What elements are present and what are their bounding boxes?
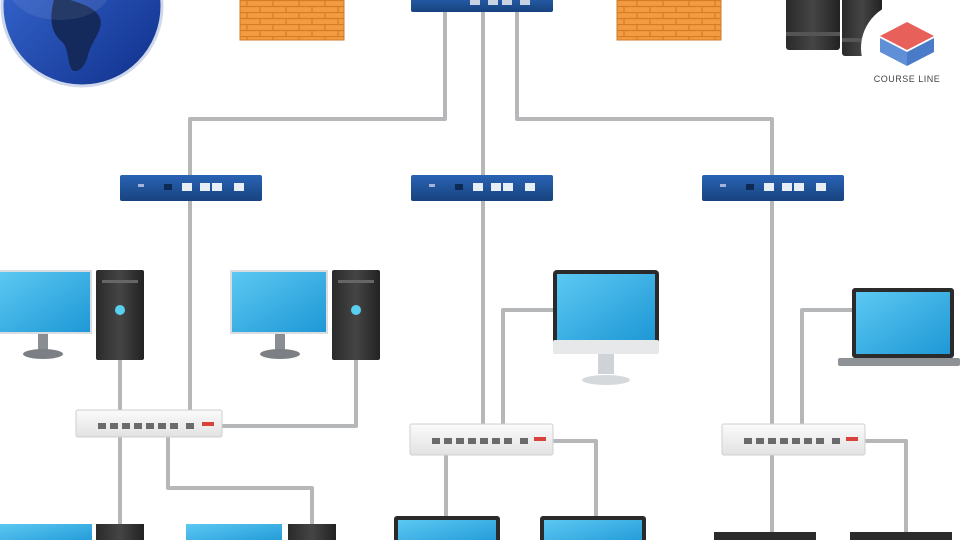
monitor-icon xyxy=(394,516,500,540)
monitor-icon xyxy=(553,270,659,385)
cable-monitor-switch-center xyxy=(501,308,553,424)
router-icon xyxy=(120,175,262,201)
cable-desktop2-switch xyxy=(222,360,358,428)
laptop-icon xyxy=(838,288,960,366)
cable-switch-left-down2 xyxy=(166,437,314,540)
desktop-icon xyxy=(230,270,380,360)
cables xyxy=(118,10,908,540)
cable-laptop-switch-right xyxy=(800,308,852,424)
cable-core-left xyxy=(188,10,447,175)
logo-text: COURSE LINE xyxy=(874,74,941,84)
router-icon xyxy=(411,175,553,201)
monitor-icon xyxy=(540,516,646,540)
cable-switch-center-down2 xyxy=(553,439,598,518)
switch-icon xyxy=(75,409,223,438)
firewall-icon xyxy=(239,0,345,41)
router-icon xyxy=(702,175,844,201)
switch-icon xyxy=(409,423,554,456)
cable-core-right xyxy=(515,10,774,175)
globe-icon xyxy=(0,0,164,88)
desktop-icon xyxy=(0,270,144,360)
monitor-icon xyxy=(850,532,952,540)
firewall-icon xyxy=(616,0,722,41)
monitor-icon xyxy=(0,524,144,540)
monitor-icon xyxy=(186,524,336,540)
switch-icon xyxy=(721,423,866,456)
monitor-icon xyxy=(714,532,816,540)
router-icon xyxy=(411,0,553,12)
cable-switch-right-down2 xyxy=(865,439,908,540)
course-line-logo: COURSE LINE xyxy=(861,2,953,94)
